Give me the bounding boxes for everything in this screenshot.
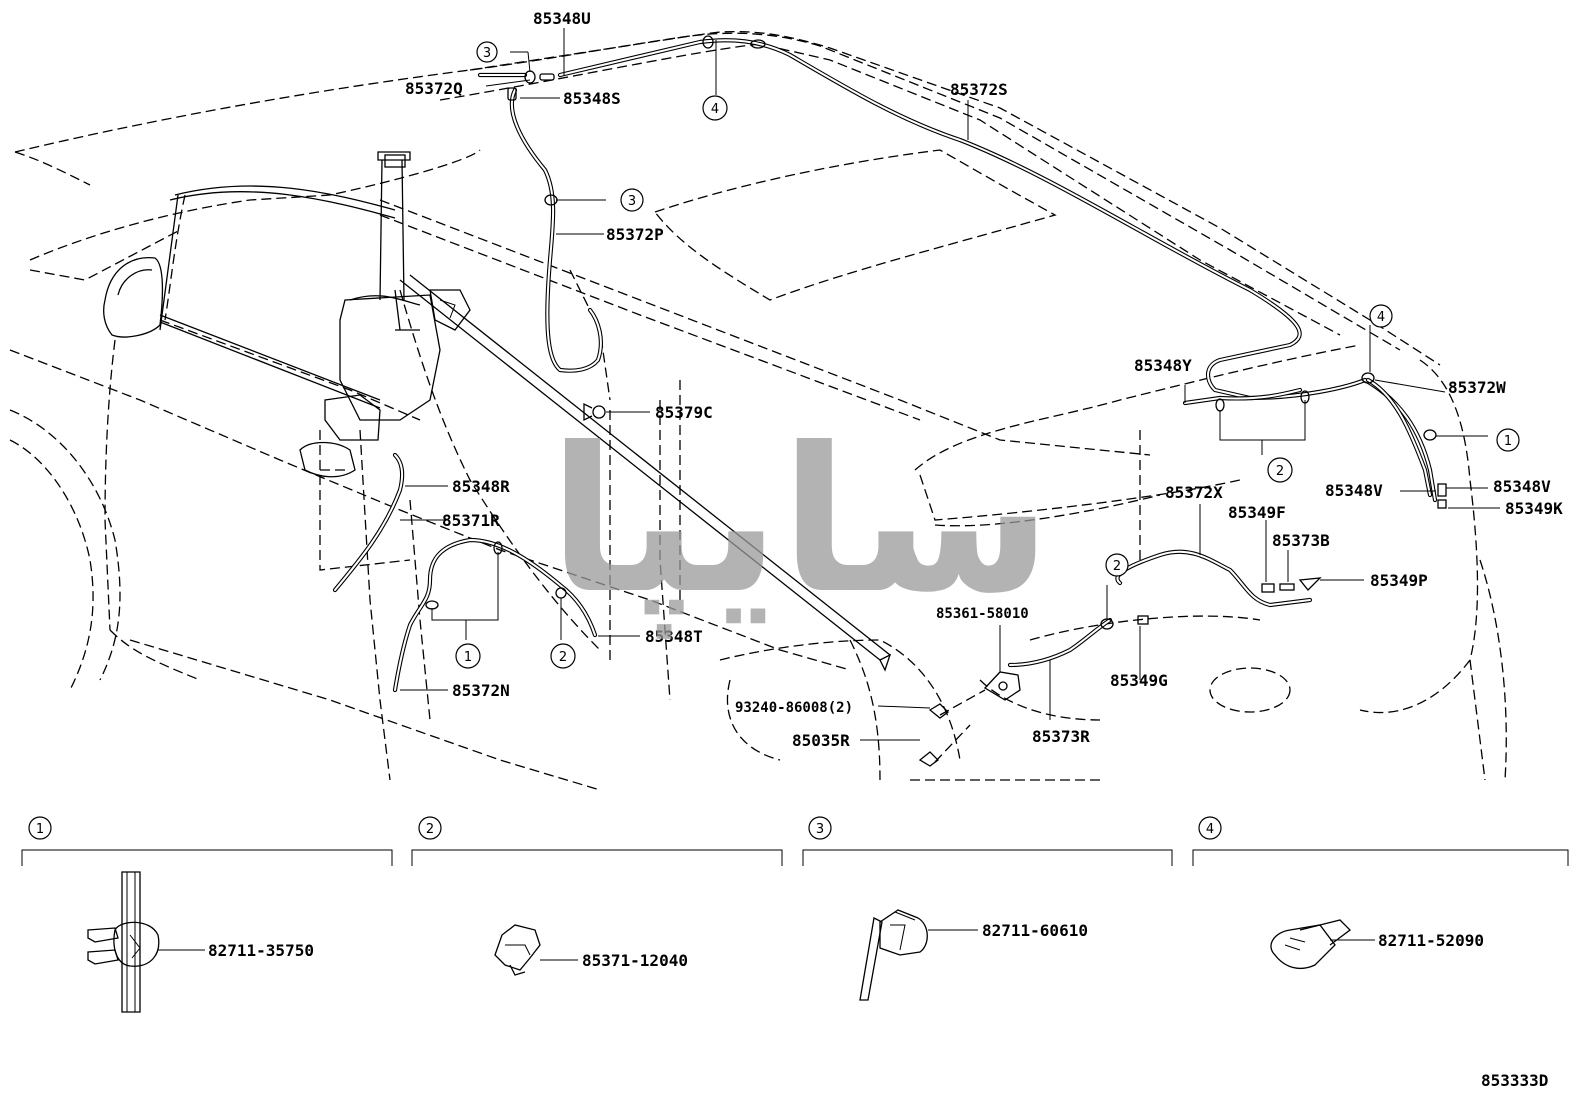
label-85372X: 85372X — [1165, 483, 1223, 502]
callout-1-right: 1 — [1504, 434, 1512, 449]
hose-clips — [425, 35, 1447, 767]
callout-2-right: 2 — [1276, 464, 1284, 479]
detail-part-85371-12040: 85371-12040 — [582, 951, 688, 970]
label-85348V-left: 85348V — [1325, 481, 1383, 500]
label-93240-86008: 93240-86008(2) — [735, 700, 853, 716]
label-85372N: 85372N — [452, 681, 510, 700]
detail-part-82711-52090: 82711-52090 — [1378, 931, 1484, 950]
label-85349P: 85349P — [1370, 571, 1428, 590]
label-85373R: 85373R — [1032, 727, 1090, 746]
detail-part-82711-35750: 82711-35750 — [208, 941, 314, 960]
detail-ref-1: 1 — [36, 822, 44, 837]
car-body-outline — [9, 31, 1507, 791]
detail-ref-4: 4 — [1206, 822, 1214, 837]
callout-4-right: 4 — [1377, 310, 1385, 325]
label-85371R: 85371R — [442, 511, 500, 530]
detail-ref-3: 3 — [816, 822, 824, 837]
leader-lines — [400, 28, 1500, 741]
callout-2-rear: 2 — [1113, 559, 1121, 574]
watermark-logo: ﺳﺎﯾﭙﺎ — [548, 405, 1052, 639]
part-labels: 85348U 85372Q 85348S 85372S 85372P 85379… — [405, 9, 1563, 750]
label-85348S: 85348S — [563, 89, 621, 108]
callout-2-left: 2 — [559, 650, 567, 665]
callout-3-mid: 3 — [628, 194, 636, 209]
detail-ref-2: 2 — [426, 822, 434, 837]
label-85379C: 85379C — [655, 403, 713, 422]
clip-1-drawing — [87, 871, 160, 1013]
detail-part-82711-60610: 82711-60610 — [982, 921, 1088, 940]
label-85348Y: 85348Y — [1134, 356, 1192, 375]
label-85348T: 85348T — [645, 627, 703, 646]
label-85361-58010: 85361-58010 — [936, 606, 1029, 622]
label-85349K: 85349K — [1505, 499, 1563, 518]
label-85372Q: 85372Q — [405, 79, 463, 98]
label-85348V-right: 85348V — [1493, 477, 1551, 496]
label-85348U: 85348U — [533, 9, 591, 28]
detail-section: 1 2 3 4 — [21, 816, 1569, 1090]
label-85348R: 85348R — [452, 477, 510, 496]
callout-3-top: 3 — [483, 46, 491, 61]
label-85349G: 85349G — [1110, 671, 1168, 690]
label-85349F: 85349F — [1228, 503, 1286, 522]
clip-4-drawing — [1270, 919, 1351, 969]
label-85372W: 85372W — [1448, 378, 1506, 397]
label-85372P: 85372P — [606, 225, 664, 244]
callout-4-top: 4 — [711, 102, 719, 117]
diagram-code: 853333D — [1481, 1071, 1548, 1090]
callout-circles: 3 4 3 4 1 2 2 1 2 — [455, 41, 1520, 669]
clip-2-drawing — [494, 924, 541, 976]
washer-hoses — [332, 38, 1438, 693]
callout-1-left: 1 — [464, 650, 472, 665]
label-85372S: 85372S — [950, 80, 1008, 99]
label-85373B: 85373B — [1272, 531, 1330, 550]
clip-3-drawing — [859, 909, 928, 1001]
label-85035R: 85035R — [792, 731, 850, 750]
